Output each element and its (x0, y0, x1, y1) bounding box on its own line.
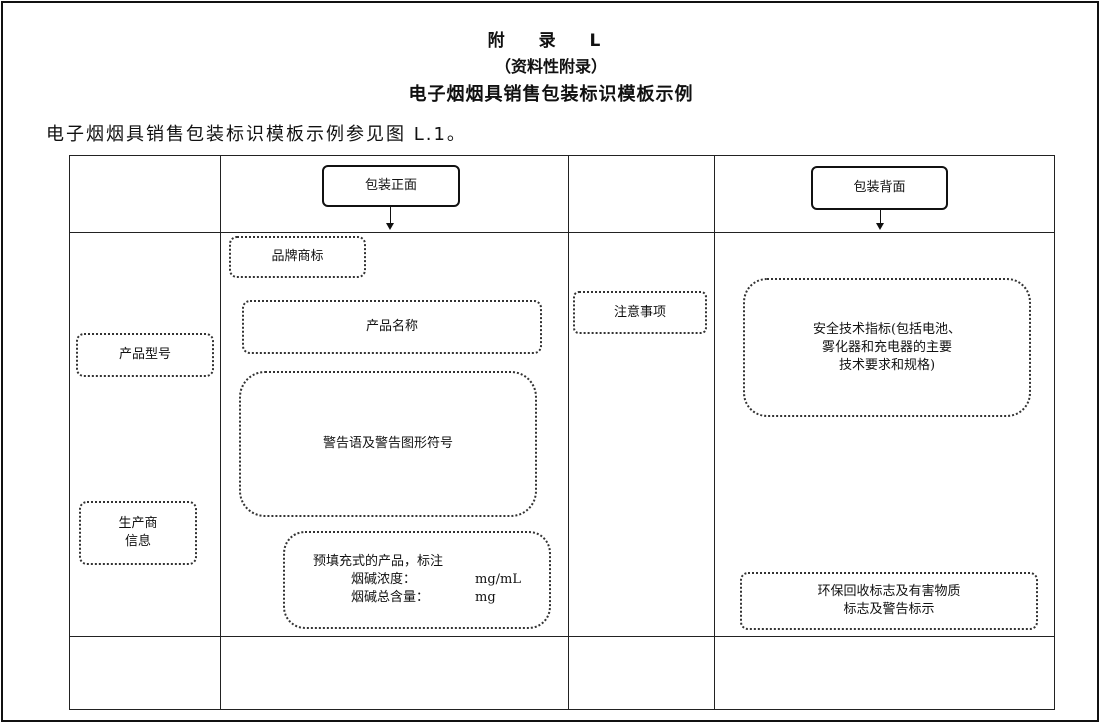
precautions-label: 注意事项 (613, 304, 666, 320)
product-model-box: 产品型号 (76, 333, 214, 377)
appendix-title: 附 录 L (487, 31, 615, 51)
recycle-line: 环保回收标志及有害物质 (817, 584, 961, 599)
intro-text: 电子烟烟具销售包装标识模板示例参见图 L.1。 (46, 124, 467, 145)
precautions-box: 注意事项 (573, 291, 707, 334)
manufacturer-line: 信息 (124, 534, 151, 549)
arrow-back (880, 210, 881, 224)
arrow-down-icon (876, 223, 884, 230)
product-model-label: 产品型号 (118, 347, 171, 362)
nicotine-concentration-label: 烟碱浓度： (351, 572, 417, 587)
appendix-type: （资料性附录） (494, 57, 607, 76)
warning-label: 警告语及警告图形符号 (322, 436, 453, 451)
safety-specs-line: 安全技术指标(包括电池、 (812, 321, 962, 337)
arrow-down-icon (386, 223, 394, 230)
appendix-name: 电子烟烟具销售包装标识模板示例 (408, 84, 694, 105)
prefilled-info-text: 预填充式的产品，标注 烟碱浓度： mg/mL 烟碱总含量： mg (285, 553, 521, 607)
recycle-mark-box: 环保回收标志及有害物质 标志及警告标示 (740, 572, 1038, 630)
safety-specs-line: 技术要求和规格) (838, 357, 936, 373)
nicotine-total-unit: mg (475, 590, 496, 605)
safety-specs-box: 安全技术指标(包括电池、 雾化器和充电器的主要 技术要求和规格) (743, 278, 1031, 417)
package-front-label: 包装正面 (364, 178, 417, 193)
recycle-line: 标志及警告标示 (843, 602, 935, 617)
manufacturer-line: 生产商 (118, 516, 158, 531)
column-divider (220, 156, 221, 709)
row-divider (70, 636, 1054, 637)
product-name-box: 产品名称 (242, 300, 542, 354)
nicotine-concentration-row: 烟碱浓度： mg/mL (313, 571, 521, 589)
package-front-header: 包装正面 (322, 165, 460, 207)
column-divider (714, 156, 715, 709)
brand-mark-box: 品牌商标 (229, 236, 366, 278)
arrow-front (390, 207, 391, 224)
prefilled-line: 预填充式的产品，标注 (313, 554, 444, 569)
package-back-header: 包装背面 (811, 166, 948, 210)
nicotine-total-label: 烟碱总含量： (351, 590, 430, 605)
column-divider (568, 156, 569, 709)
brand-mark-label: 品牌商标 (271, 249, 324, 264)
warning-box: 警告语及警告图形符号 (239, 371, 537, 517)
manufacturer-info-box: 生产商 信息 (79, 501, 197, 565)
prefilled-info-box: 预填充式的产品，标注 烟碱浓度： mg/mL 烟碱总含量： mg (283, 531, 551, 629)
package-back-label: 包装背面 (853, 180, 906, 195)
nicotine-total-row: 烟碱总含量： mg (313, 589, 521, 607)
template-table (69, 155, 1055, 710)
safety-specs-line: 雾化器和充电器的主要 (821, 339, 952, 355)
product-name-label: 产品名称 (365, 319, 418, 334)
nicotine-concentration-unit: mg/mL (475, 572, 521, 587)
row-divider (70, 232, 1054, 233)
